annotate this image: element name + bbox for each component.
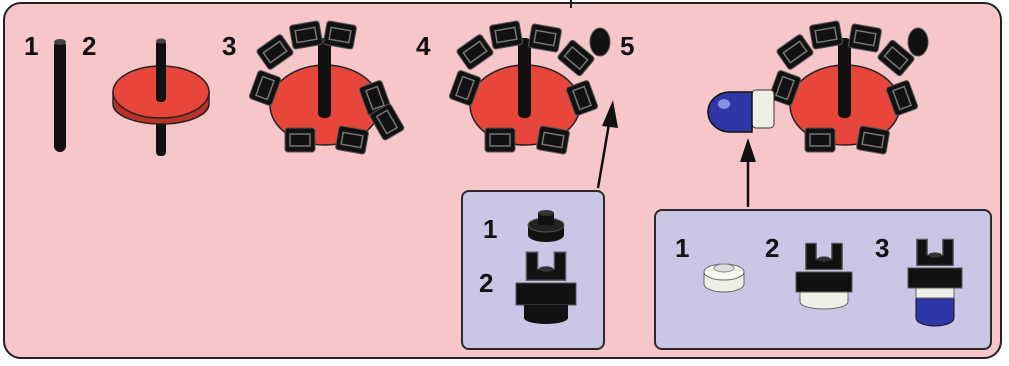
blue-light-assembly	[908, 239, 962, 326]
clip-on-white-plate	[796, 243, 852, 309]
round-plate-white	[704, 264, 744, 292]
arrow-left-inset	[598, 100, 618, 188]
final-assembly	[708, 21, 928, 155]
axle-part	[54, 39, 66, 152]
arrow-right-inset	[740, 138, 756, 207]
red-plate-on-axle	[113, 39, 209, 157]
round-plate-black	[528, 210, 564, 242]
ring-assembly-step3	[249, 21, 405, 155]
ring-assembly-step4	[449, 21, 610, 155]
clip-plate-black	[516, 252, 576, 324]
